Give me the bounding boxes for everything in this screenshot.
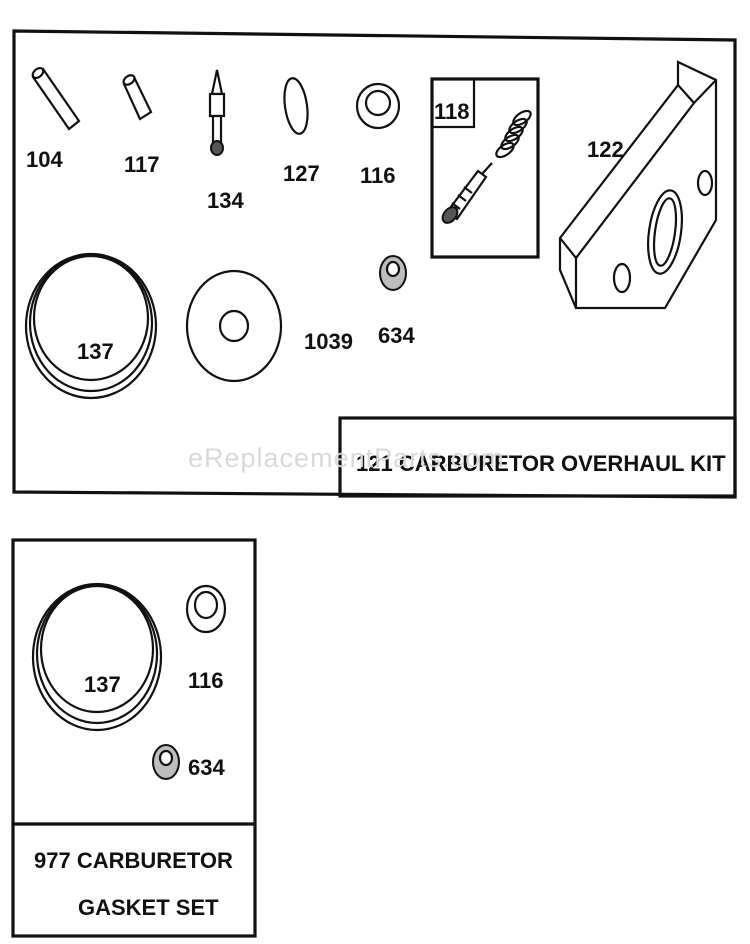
gasket-set-part-116-ring-icon [185, 584, 227, 634]
part-label-104: 104 [26, 147, 63, 172]
part-label-1039: 1039 [304, 329, 353, 354]
gasket-set-panel: 977 CARBURETOR GASKET SET [11, 538, 257, 938]
part-122-gasket-icon [558, 60, 718, 310]
part-137-ring-icon [24, 252, 158, 400]
gasket-set-part-634-seal-icon [152, 744, 180, 780]
part-label-137: 137 [77, 339, 114, 364]
part-127-disc-icon [283, 77, 309, 135]
gasket-set-title-line1: 977 CARBURETOR [34, 848, 233, 873]
part-134-needle-icon [208, 69, 226, 156]
part-118-box [430, 77, 540, 259]
overhaul-kit-panel: 121 CARBURETOR OVERHAUL KIT [12, 29, 737, 499]
gasket-set-part-137-ring-icon [31, 582, 163, 732]
gasket-set-part-label-116: 116 [188, 668, 224, 693]
gasket-set-part-label-634: 634 [188, 755, 225, 780]
part-label-117: 117 [124, 152, 160, 177]
part-104-pin-icon [31, 66, 81, 131]
part-label-134: 134 [207, 188, 244, 213]
gasket-set-part-label-137: 137 [84, 672, 121, 697]
overhaul-kit-title-box [338, 416, 737, 498]
part-1039-washer-icon [185, 269, 283, 383]
part-label-127: 127 [283, 161, 320, 186]
part-label-122: 122 [587, 137, 624, 162]
watermark: eReplacementParts.com [188, 443, 505, 473]
part-label-634: 634 [378, 323, 415, 348]
part-117-sleeve-icon [122, 74, 153, 121]
part-118-screw-icon [441, 162, 493, 224]
part-634-seal-icon [379, 255, 407, 291]
part-label-118: 118 [434, 99, 470, 124]
gasket-set-border [11, 538, 257, 938]
part-116-ring-icon [355, 82, 401, 130]
overhaul-kit-title: 121 CARBURETOR OVERHAUL KIT [356, 451, 726, 476]
part-118-spring-icon [495, 109, 532, 159]
gasket-set-title-line2: GASKET SET [78, 895, 219, 920]
part-label-116: 116 [360, 163, 396, 188]
